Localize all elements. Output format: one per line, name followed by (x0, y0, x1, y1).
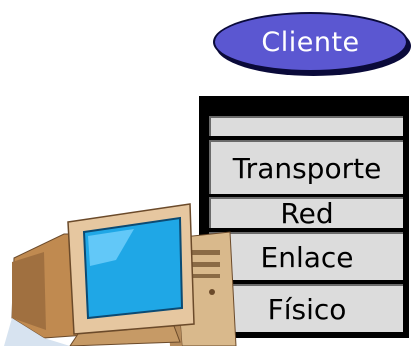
protocol-stack: Transporte Red Enlace Físico (199, 96, 409, 338)
layer-physical-label: Físico (267, 292, 347, 326)
layer-transport: Transporte (209, 140, 403, 194)
layer-network-label: Red (280, 197, 334, 230)
client-label: Cliente (261, 26, 360, 58)
desktop-computer-icon (4, 203, 237, 346)
layer-physical: Físico (209, 284, 403, 332)
stack-top-blank-layer (209, 116, 403, 136)
layer-transport-label: Transporte (232, 151, 382, 185)
client-badge: Cliente (213, 12, 408, 72)
layer-network: Red (209, 197, 403, 230)
layer-link-label: Enlace (260, 240, 354, 274)
layer-link: Enlace (209, 232, 403, 280)
